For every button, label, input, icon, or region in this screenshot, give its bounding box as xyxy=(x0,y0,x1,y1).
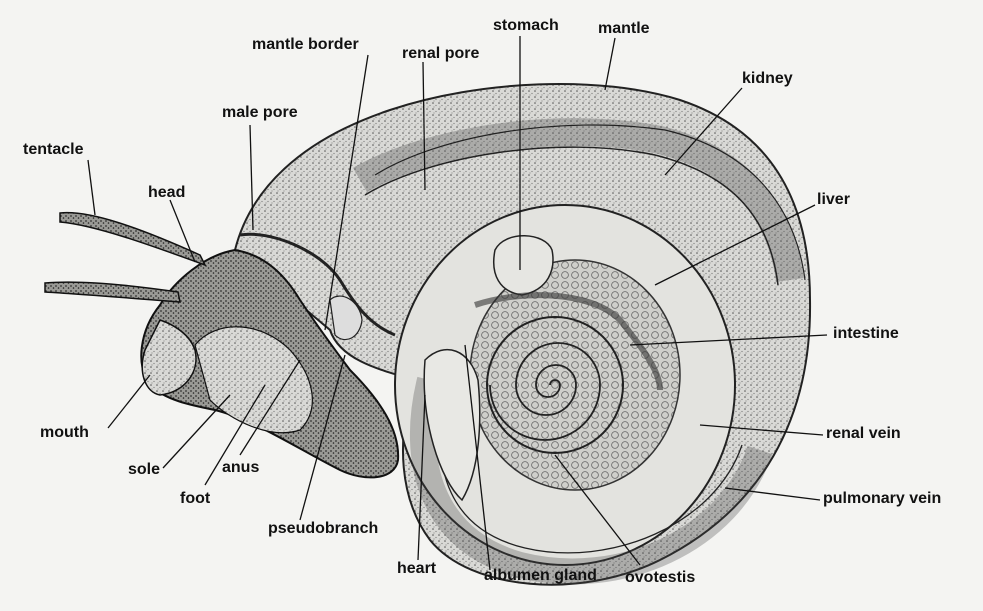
label-stomach: stomach xyxy=(493,17,559,35)
label-tentacle: tentacle xyxy=(23,141,83,159)
label-renal-vein: renal vein xyxy=(826,425,901,443)
label-anus: anus xyxy=(222,459,259,477)
label-ovotestis: ovotestis xyxy=(625,569,695,587)
label-mantle: mantle xyxy=(598,20,650,38)
tentacle-upper xyxy=(60,213,205,265)
ovotestis-coil xyxy=(487,317,623,453)
label-heart: heart xyxy=(397,560,436,578)
label-pseudobranch: pseudobranch xyxy=(268,520,378,538)
tentacle-lower xyxy=(45,282,180,302)
label-foot: foot xyxy=(180,490,210,508)
label-albumen-gland: albumen gland xyxy=(484,567,597,585)
label-renal-pore: renal pore xyxy=(402,45,479,63)
label-mouth: mouth xyxy=(40,424,89,442)
label-intestine: intestine xyxy=(833,325,899,343)
label-sole: sole xyxy=(128,461,160,479)
label-male-pore: male pore xyxy=(222,104,298,122)
label-kidney: kidney xyxy=(742,70,793,88)
label-head: head xyxy=(148,184,185,202)
label-liver: liver xyxy=(817,191,850,209)
label-mantle-border: mantle border xyxy=(252,36,359,54)
label-pulmonary-vein: pulmonary vein xyxy=(823,490,941,508)
